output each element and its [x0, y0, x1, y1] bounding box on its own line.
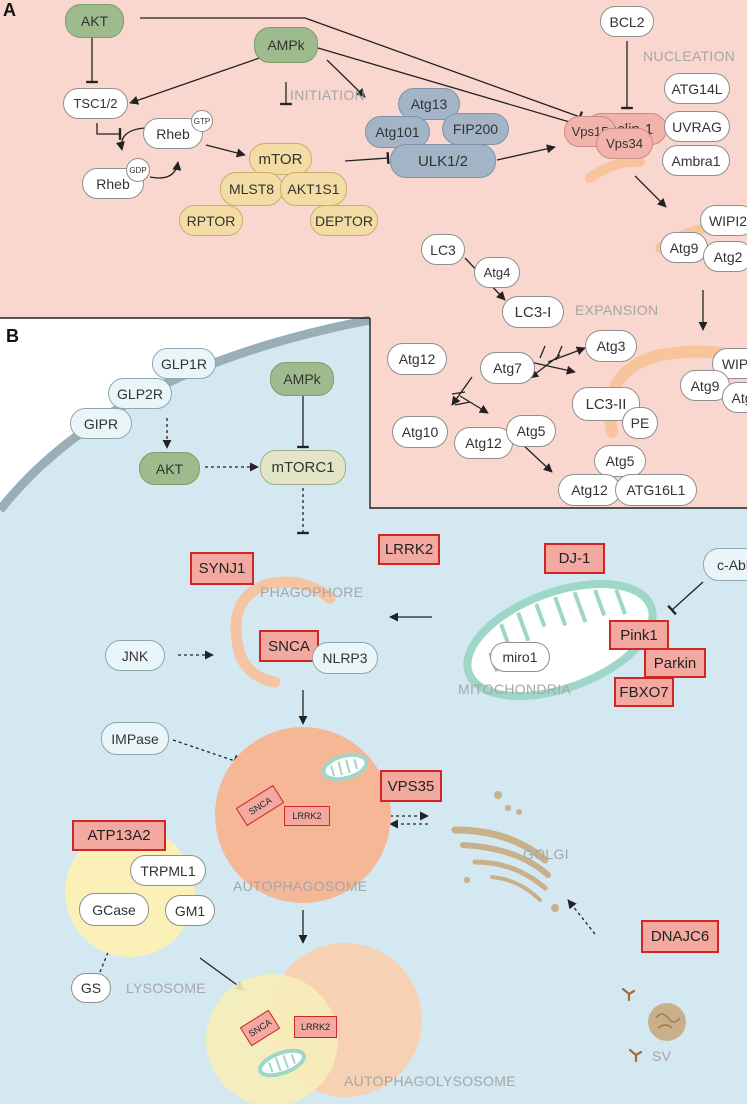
label-expansion: EXPANSION: [575, 302, 659, 318]
node-lc3i: LC3-I: [502, 296, 564, 328]
label-mitochondria: MITOCHONDRIA: [458, 681, 572, 697]
node-wipi-b: WIPI: [712, 348, 747, 379]
node-uvrag: UVRAG: [664, 111, 730, 142]
golgi-stack: [451, 826, 551, 902]
node-impase: IMPase: [101, 722, 169, 755]
node-rheb-gdp: Rheb: [82, 168, 144, 199]
pd-gene-atp13a2: ATP13A2: [72, 820, 166, 851]
node-atg5-a: Atg5: [506, 415, 556, 447]
node-lc3ii: LC3-II: [572, 387, 640, 421]
node-akt1s1: AKT1S1: [280, 172, 347, 206]
label-phagophore: PHAGOPHORE: [260, 584, 364, 600]
node-atg10: Atg10: [392, 416, 448, 448]
node-atg3: Atg3: [585, 330, 637, 362]
node-gm1: GM1: [165, 895, 215, 926]
node-atg9: Atg9: [660, 232, 708, 263]
node-lc3: LC3: [421, 234, 465, 265]
panel-a-label: A: [3, 0, 16, 20]
nucleation-membrane: [585, 156, 645, 183]
node-atg12-b: Atg12: [454, 427, 513, 459]
label-initiation: INITIATION: [290, 87, 366, 103]
node-ulk: ULK1/2: [390, 144, 496, 178]
node-glp2r: GLP2R: [108, 378, 172, 409]
node-mtorc1: mTORC1: [260, 450, 346, 485]
node-gipr: GIPR: [70, 408, 132, 439]
node-wipi2: WIPI2: [700, 205, 747, 236]
node-atg-b: Atg: [722, 382, 747, 413]
label-sv: SV: [652, 1048, 672, 1064]
node-akt: AKT: [65, 4, 124, 38]
node-ambra: Ambra1: [662, 145, 730, 176]
node-atg14l: ATG14L: [664, 73, 730, 104]
node-c-abl: c-Abl: [703, 548, 747, 581]
node-atg4: Atg4: [474, 257, 520, 288]
node-rheb-gtp: Rheb: [143, 118, 203, 149]
pd-gene-parkin: Parkin: [644, 648, 706, 678]
node-nlrp3: NLRP3: [312, 642, 378, 674]
node-gtp: GTP: [191, 110, 213, 132]
node-tsc: TSC1/2: [63, 88, 128, 119]
node-glp1r: GLP1R: [152, 348, 216, 379]
panel-b-label: B: [6, 326, 19, 346]
node-trpml1: TRPML1: [130, 855, 206, 886]
node-bcl2: BCL2: [600, 6, 654, 37]
pd-gene-dj1: DJ-1: [544, 543, 605, 574]
pd-gene-lrrk2: LRRK2: [378, 534, 440, 565]
autophagolysosome-left: [206, 974, 338, 1104]
node-atg101: Atg101: [365, 116, 430, 148]
label-autophagosome: AUTOPHAGOSOME: [233, 878, 368, 894]
synaptic-vesicle: [648, 1003, 686, 1041]
node-atg5-b: Atg5: [594, 445, 646, 477]
label-lysosome: LYSOSOME: [126, 980, 206, 996]
node-gcase: GCase: [79, 893, 149, 926]
inset-border: [369, 318, 747, 509]
node-vps34: Vps34: [596, 128, 653, 159]
autophagosome-mito: [321, 752, 369, 782]
node-gs: GS: [71, 973, 111, 1003]
pd-gene-synj1: SYNJ1: [190, 552, 254, 585]
pd-gene-dnajc6: DNAJC6: [641, 920, 719, 953]
pd-gene-fbxo7: FBXO7: [614, 677, 674, 707]
pd-gene-snca: SNCA: [259, 630, 319, 662]
pd-gene-lrrk2-small: LRRK2: [284, 806, 330, 826]
label-nucleation: NUCLEATION: [643, 48, 736, 64]
node-mlst8: MLST8: [220, 172, 283, 206]
node-rptor: RPTOR: [179, 205, 243, 236]
node-deptor: DEPTOR: [310, 205, 378, 236]
node-atg7: Atg7: [480, 352, 535, 384]
pd-gene-pink1: Pink1: [609, 620, 669, 650]
node-ampk: AMPk: [254, 27, 318, 63]
node-atg12-c: Atg12: [558, 474, 621, 506]
node-mtor: mTOR: [249, 143, 312, 175]
node-atg12-a: Atg12: [387, 343, 447, 375]
pd-gene-vps35: VPS35: [380, 770, 442, 802]
node-jnk: JNK: [105, 640, 165, 671]
pd-gene-lrrk2-small-2: LRRK2: [294, 1016, 337, 1038]
node-gdp: GDP: [126, 158, 150, 182]
node-miro1: miro1: [490, 642, 550, 672]
node-atg2: Atg2: [703, 241, 747, 272]
phagophore-membrane: [230, 576, 336, 688]
node-ampk-b: AMPk: [270, 362, 334, 396]
node-pe: PE: [622, 407, 658, 439]
label-autophagolysosome: AUTOPHAGOLYSOSOME: [344, 1073, 516, 1089]
node-atg16l1: ATG16L1: [615, 474, 697, 506]
node-akt-b: AKT: [139, 452, 200, 485]
node-fip200: FIP200: [442, 113, 509, 145]
label-golgi: GOLGI: [523, 846, 569, 862]
